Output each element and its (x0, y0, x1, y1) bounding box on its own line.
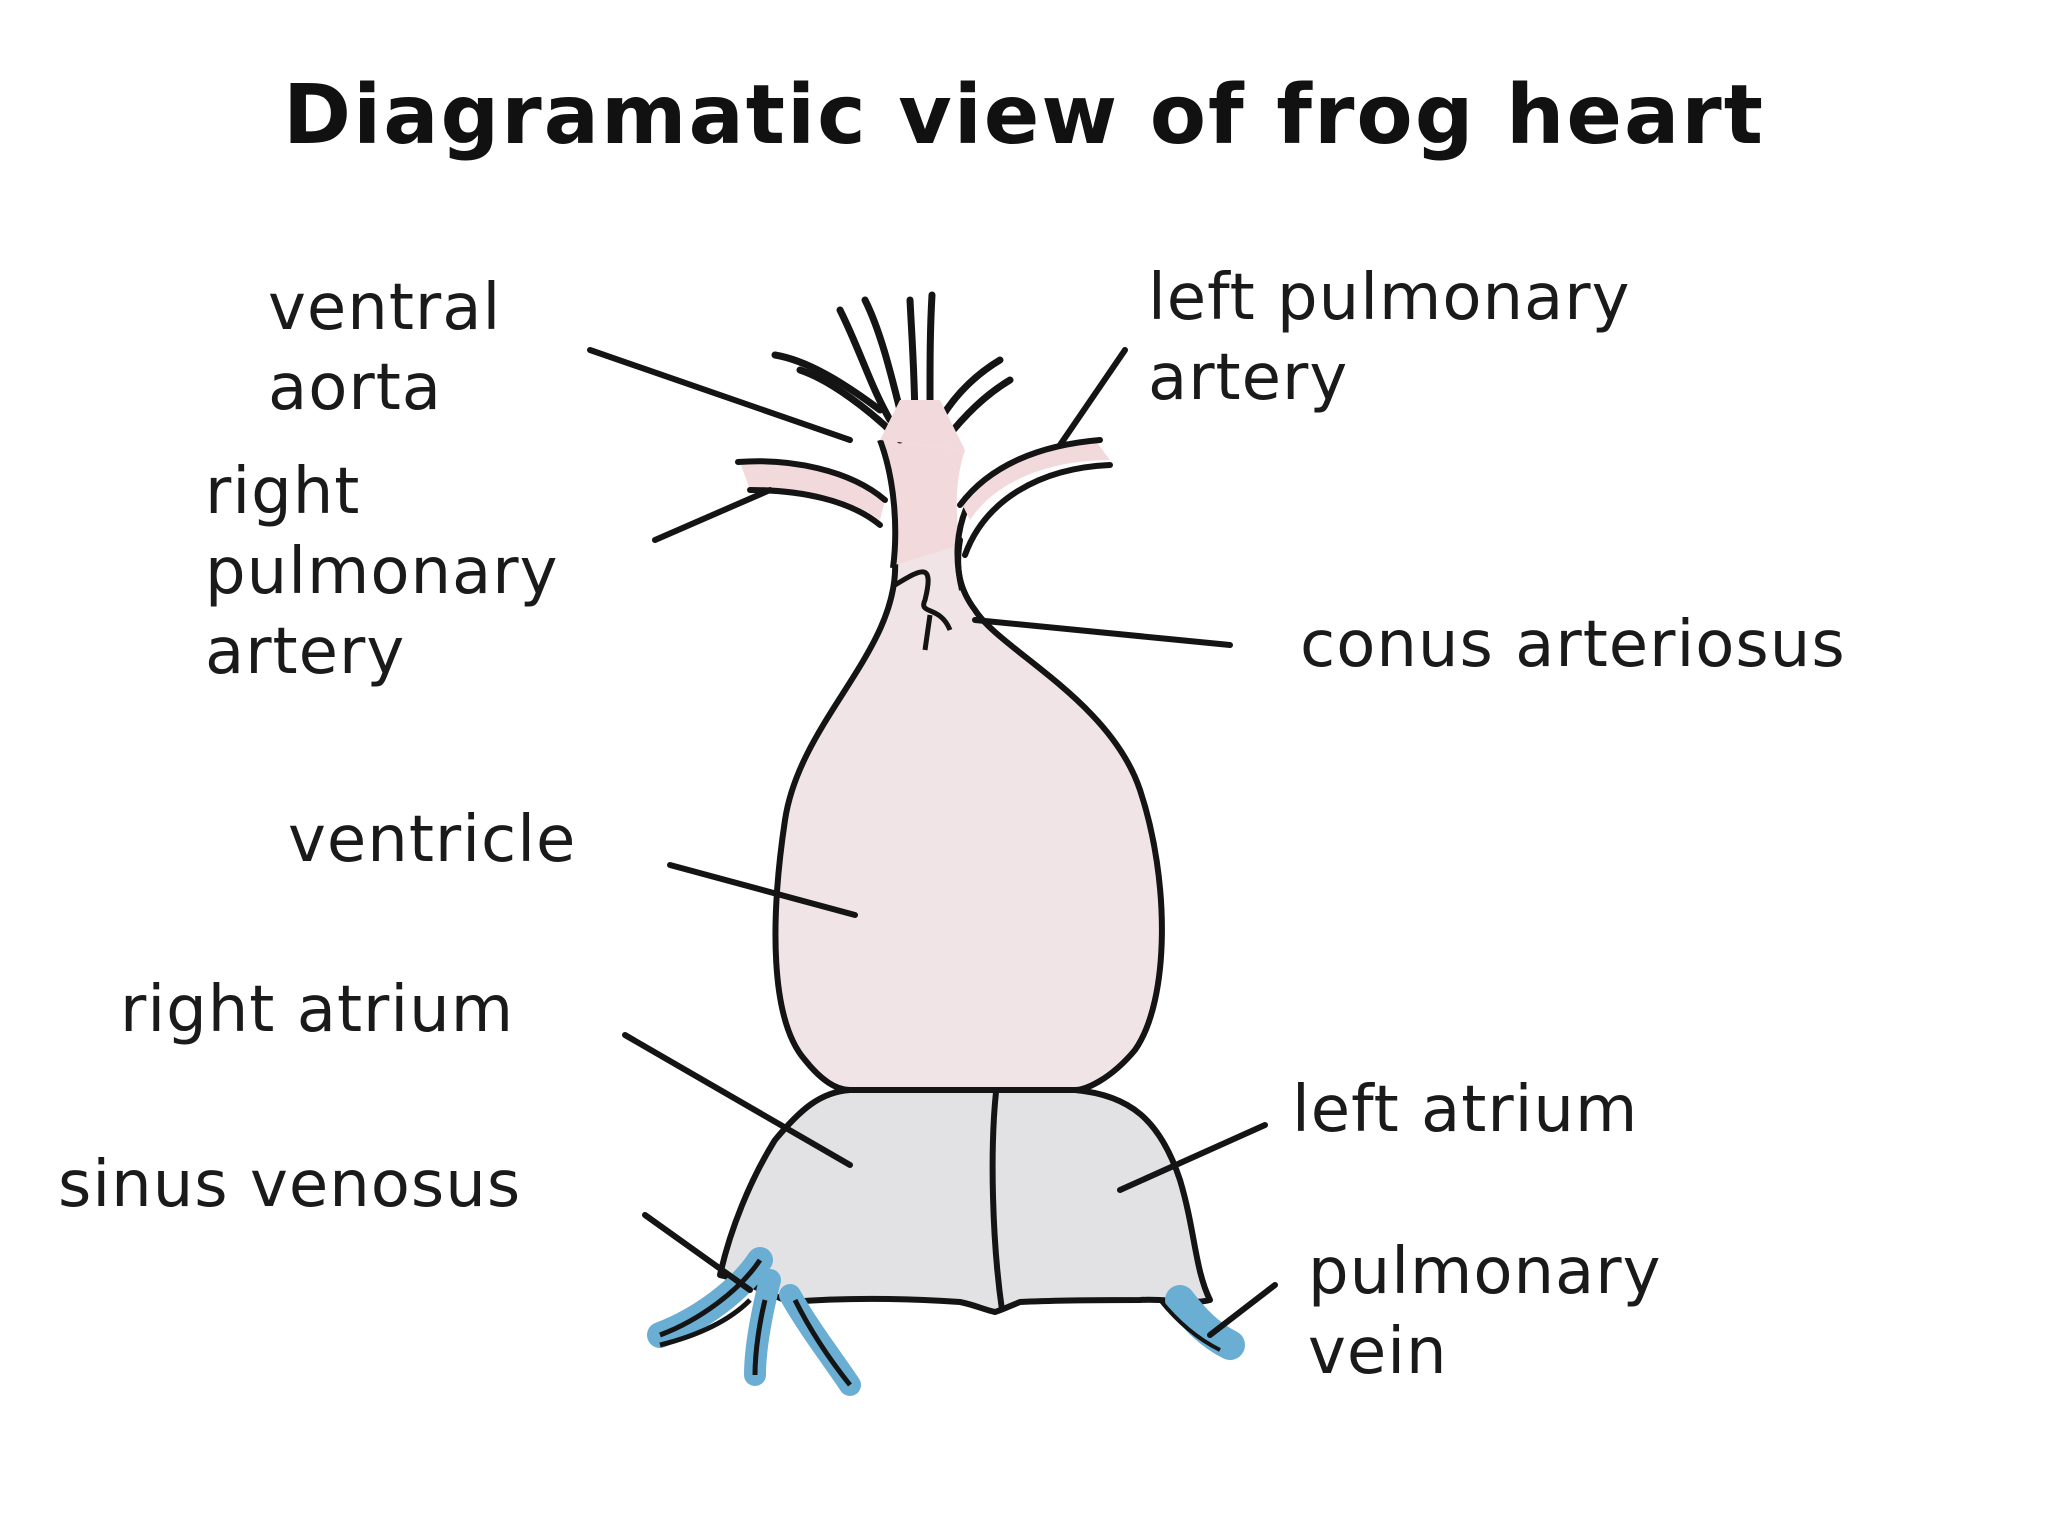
label-left-atrium: left atrium (1292, 1073, 1639, 1147)
label-ventral-aorta: ventral aorta (268, 271, 502, 425)
leader-right-pulmonary-artery (652, 487, 773, 543)
label-ventricle: ventricle (288, 803, 577, 877)
ventricle-shape (772, 537, 1165, 1093)
leader-ventral-aorta (587, 347, 853, 443)
label-pulmonary-vein: pulmonary vein (1308, 1235, 1662, 1389)
page-title: Diagramatic view of frog heart (283, 68, 1765, 163)
leader-ventricle (667, 862, 858, 918)
leader-left-pulmonary-artery (1057, 347, 1128, 448)
pulmonary-vein-shape (1158, 1285, 1245, 1360)
leader-conus-arteriosus (972, 617, 1233, 648)
left-pulmonary-lower-edge (962, 462, 1113, 558)
label-right-atrium: right atrium (120, 973, 515, 1047)
spiral-valve (893, 569, 953, 651)
leader-pulmonary-vein (1207, 1282, 1278, 1338)
truncus-left-edge (877, 438, 899, 569)
atria-shape (717, 1087, 1213, 1315)
leader-right-atrium (622, 1032, 853, 1168)
label-conus-arteriosus: conus arteriosus (1300, 608, 1846, 682)
leader-sinus-venosus (642, 1212, 753, 1293)
right-pulmonary-artery-shape (740, 461, 885, 520)
leader-lines (587, 347, 1278, 1338)
left-pulmonary-upper-edge (957, 437, 1103, 508)
label-sinus-venosus: sinus venosus (58, 1148, 522, 1222)
truncus-arteriosus (880, 440, 965, 565)
leader-left-atrium (1117, 1122, 1268, 1193)
label-right-pulmonary-artery: right pulmonary artery (205, 455, 559, 689)
right-pulmonary-upper-edge (735, 458, 888, 503)
left-pulmonary-artery-shape (960, 440, 1110, 520)
sinus-venosus-veins (647, 1247, 861, 1396)
interatrial-septum (989, 1091, 1005, 1311)
aorta-fill (880, 400, 965, 450)
label-left-pulmonary-artery: left pulmonary artery (1148, 261, 1631, 415)
